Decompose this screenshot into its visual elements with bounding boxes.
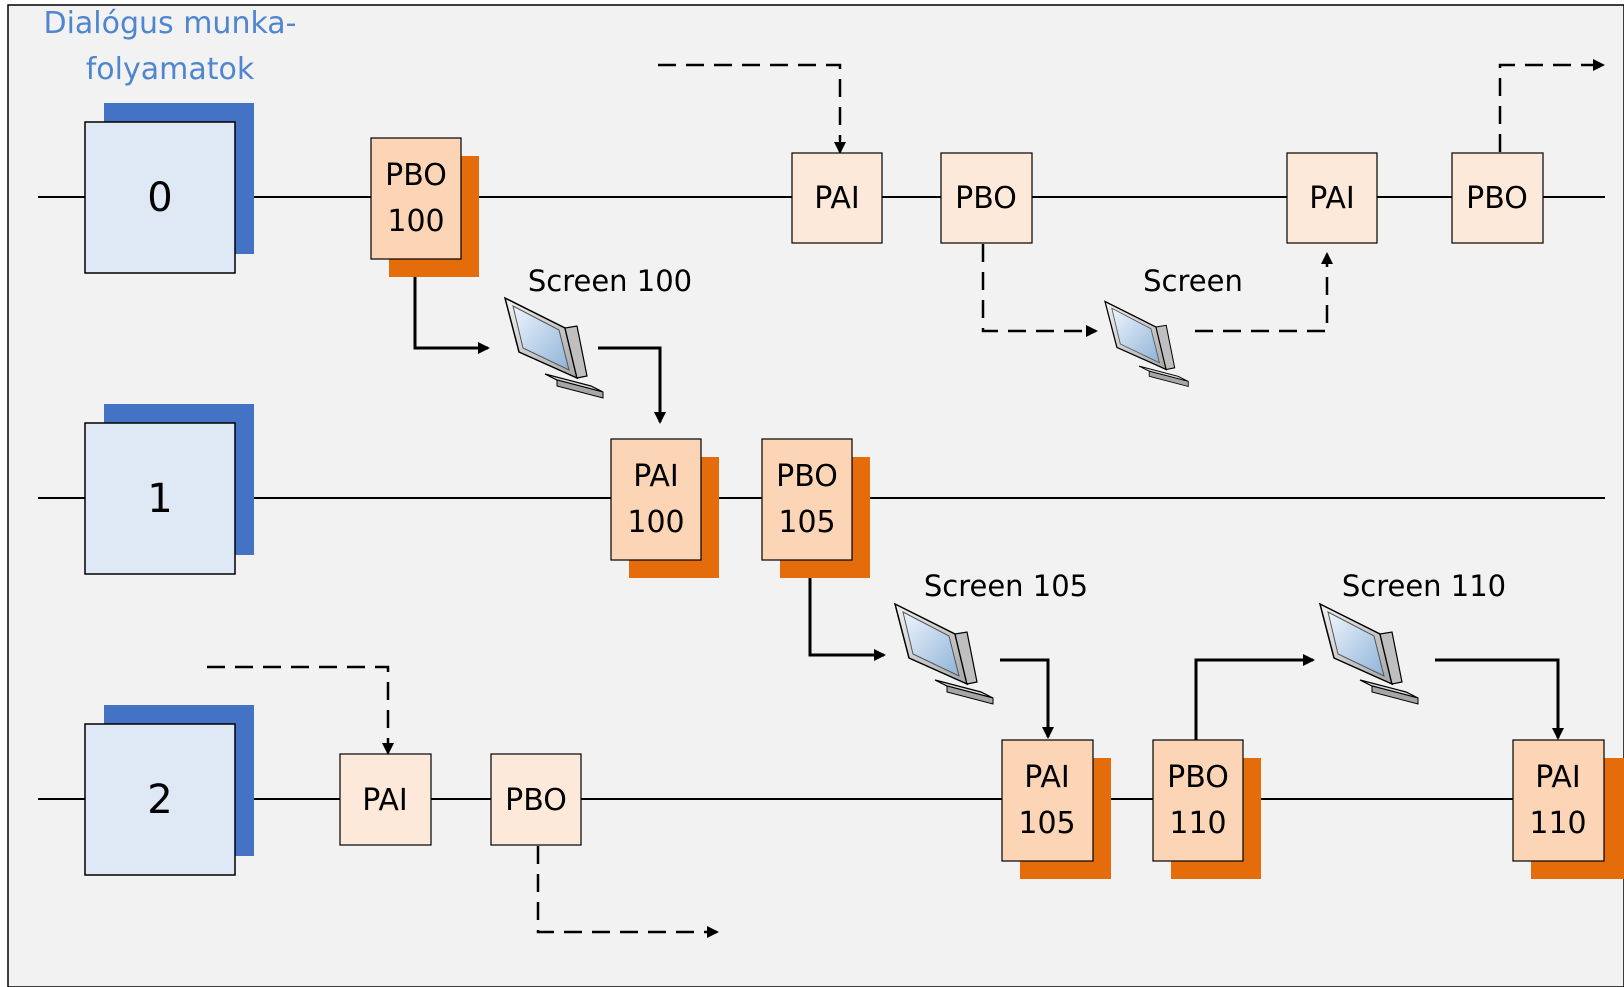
arrow-screen100-to-pai100 (598, 346, 666, 424)
step-pbo-lane0-b-label: PBO (1466, 181, 1528, 216)
screen-generic: Screen (1104, 264, 1243, 388)
monitor-icon (503, 296, 604, 399)
step-pbo-lane0-a: PBO (940, 152, 1033, 244)
arrow-pbo100-to-screen100 (413, 262, 490, 354)
step-pbo-105-line2: 105 (778, 505, 835, 540)
screen-generic-label: Screen (1143, 264, 1243, 298)
monitor-icon (893, 602, 994, 705)
lane-0-label: 0 (147, 175, 172, 221)
dashed-arrow-pbo-to-screen (981, 244, 1098, 337)
step-pbo-100-line1: PBO (385, 158, 447, 193)
step-pai-105: PAI 105 (1001, 739, 1111, 879)
step-pai-100-line2: 100 (627, 505, 684, 540)
dashed-arrow-out-pbo-lane0 (1498, 59, 1605, 152)
step-pai-110: PAI 110 (1512, 739, 1624, 879)
step-pai-105-line1: PAI (1024, 760, 1070, 795)
screen-110: Screen 110 (1318, 569, 1506, 705)
step-pbo-110-line1: PBO (1167, 760, 1229, 795)
arrow-screen105-to-pai105 (1000, 658, 1054, 739)
lane-1-label: 1 (147, 476, 172, 522)
monitor-icon (1318, 602, 1419, 705)
step-pbo-110: PBO 110 (1152, 739, 1261, 879)
step-pai-lane0-a: PAI (791, 152, 883, 244)
screen-105: Screen 105 (893, 569, 1088, 705)
step-pai-105-line2: 105 (1018, 806, 1075, 841)
step-pbo-105: PBO 105 (761, 438, 870, 578)
step-pbo-110-line2: 110 (1169, 806, 1226, 841)
lane-2-label: 2 (147, 777, 172, 823)
step-pbo-100-line2: 100 (387, 204, 444, 239)
step-pai-lane2-label: PAI (362, 783, 408, 818)
screen-105-label: Screen 105 (924, 569, 1088, 603)
screen-110-label: Screen 110 (1342, 569, 1506, 603)
screen-100-label: Screen 100 (528, 264, 692, 298)
step-pai-100: PAI 100 (610, 438, 719, 578)
dashed-arrow-into-pai-lane0 (658, 63, 846, 154)
dashed-arrow-screen-to-pai (1195, 252, 1333, 333)
lane-1-box: 1 (84, 404, 254, 575)
arrow-screen110-to-pai110 (1435, 658, 1564, 740)
step-pbo-100: PBO 100 (370, 137, 479, 277)
step-pbo-lane2: PBO (490, 753, 582, 846)
step-pai-110-line1: PAI (1535, 760, 1581, 795)
step-pbo-lane0-b: PBO (1451, 152, 1544, 244)
dashed-arrow-out-pbo-lane2 (536, 846, 719, 938)
lane-2-box: 2 (84, 705, 254, 876)
step-pai-lane2: PAI (339, 753, 432, 846)
step-pai-100-line1: PAI (633, 459, 679, 494)
screen-100: Screen 100 (503, 264, 692, 399)
step-pai-lane0-b: PAI (1286, 152, 1378, 244)
step-pbo-lane2-label: PBO (505, 783, 567, 818)
dashed-arrow-into-pai-lane2 (207, 665, 394, 755)
diagram-title-line1: Dialógus munka- (43, 6, 296, 41)
step-pai-lane0-b-label: PAI (1309, 181, 1355, 216)
diagram-title-line2: folyamatok (86, 52, 255, 87)
arrow-pbo105-to-screen105 (808, 563, 886, 661)
step-pbo-lane0-a-label: PBO (955, 181, 1017, 216)
monitor-icon (1104, 300, 1189, 388)
step-pbo-105-line1: PBO (776, 459, 838, 494)
lane-0-box: 0 (84, 103, 254, 274)
step-pai-lane0-a-label: PAI (814, 181, 860, 216)
step-pai-110-line2: 110 (1529, 806, 1586, 841)
arrow-pbo110-to-screen110 (1194, 654, 1315, 742)
